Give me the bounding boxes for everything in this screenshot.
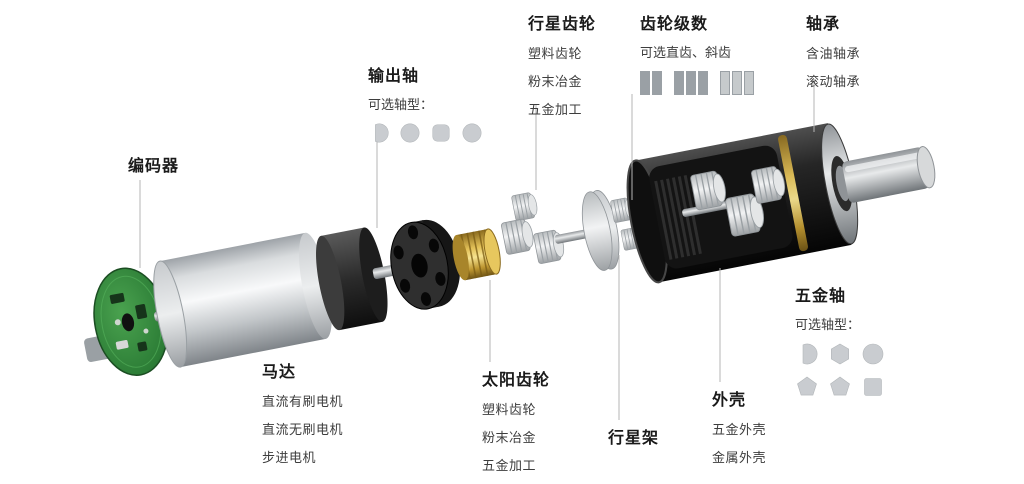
bearing-option: 滚动轴承 [806,74,861,89]
metal-shaft-shape-icons-row1 [795,342,885,366]
planet-carrier-graphic [554,190,644,271]
bearing-option: 含油轴承 [806,46,861,61]
label-encoder: 编码器 [128,152,179,176]
gear-stages-subtitle: 可选直齿、斜齿 [640,45,732,60]
circle-icon [862,343,884,365]
gear-stage-3-icon [720,71,754,95]
circle-icon [400,123,420,143]
square-icon [864,378,882,396]
motor-title: 马达 [262,364,297,381]
bearing-title: 轴承 [806,16,841,33]
brass-ring-graphic [778,134,809,252]
motor-option: 步进电机 [262,450,317,465]
gear-stage-icons [640,71,754,95]
dcut-circle-icon [375,123,389,143]
planet-carrier-title: 行星架 [608,430,660,447]
metal-shaft-subtitle: 可选轴型： [795,317,861,332]
output-shaft-shape-icons [368,122,483,144]
mounting-plate-graphic [390,219,461,310]
sun-gear-graphic [452,228,501,281]
planetary-gears-graphic [500,191,567,265]
motor-option: 直流无刷电机 [262,422,344,437]
pentagon-icon [830,376,850,396]
housing-option: 五金外壳 [712,422,767,437]
planetary-gear-option: 塑料齿轮 [528,46,583,61]
rounded-square-icon [432,124,450,142]
output-shaft-title: 输出轴 [368,68,420,85]
callout-lines [139,82,815,420]
metal-shaft-shape-icons-row2 [795,375,885,399]
label-housing: 外壳 五金外壳 金属外壳 [712,386,766,466]
label-sun-gear: 太阳齿轮 塑料齿轮 粉末冶金 五金加工 [482,366,550,474]
output-shaft-graphic [842,146,936,203]
gear-stage-1-icon [640,71,662,95]
planetary-gear-option: 五金加工 [528,102,583,117]
sun-gear-option: 粉末冶金 [482,430,537,445]
housing-option: 金属外壳 [712,450,767,465]
output-shaft-subtitle: 可选轴型： [368,97,434,112]
motor-body-graphic [153,232,332,368]
gear-stage-2-icon [674,71,708,95]
gear-stages-title: 齿轮级数 [640,16,709,33]
sun-gear-title: 太阳齿轮 [482,372,551,389]
planetary-gear-title: 行星齿轮 [528,16,597,33]
housing-title: 外壳 [712,392,747,409]
label-planet-carrier: 行星架 [608,424,659,448]
label-gear-stages: 齿轮级数 可选直齿、斜齿 [640,10,754,95]
label-bearing: 轴承 含油轴承 滚动轴承 [806,10,860,90]
planetary-gear-option: 粉末冶金 [528,74,583,89]
gearbox-housing-graphic [626,123,859,284]
sun-gear-option: 塑料齿轮 [482,402,537,417]
motor-option: 直流有刷电机 [262,394,344,409]
label-metal-shaft: 五金轴 可选轴型： [795,282,885,399]
label-output-shaft: 输出轴 可选轴型： [368,62,483,144]
hexagon-icon [830,343,850,365]
encoder-title: 编码器 [128,158,180,175]
pentagon-icon [797,376,817,396]
sun-gear-option: 五金加工 [482,458,537,473]
label-motor: 马达 直流有刷电机 直流无刷电机 步进电机 [262,358,343,466]
label-planetary-gear: 行星齿轮 塑料齿轮 粉末冶金 五金加工 [528,10,596,118]
circle-icon [462,123,482,143]
dcut-circle-icon [802,343,818,365]
metal-shaft-title: 五金轴 [795,288,847,305]
